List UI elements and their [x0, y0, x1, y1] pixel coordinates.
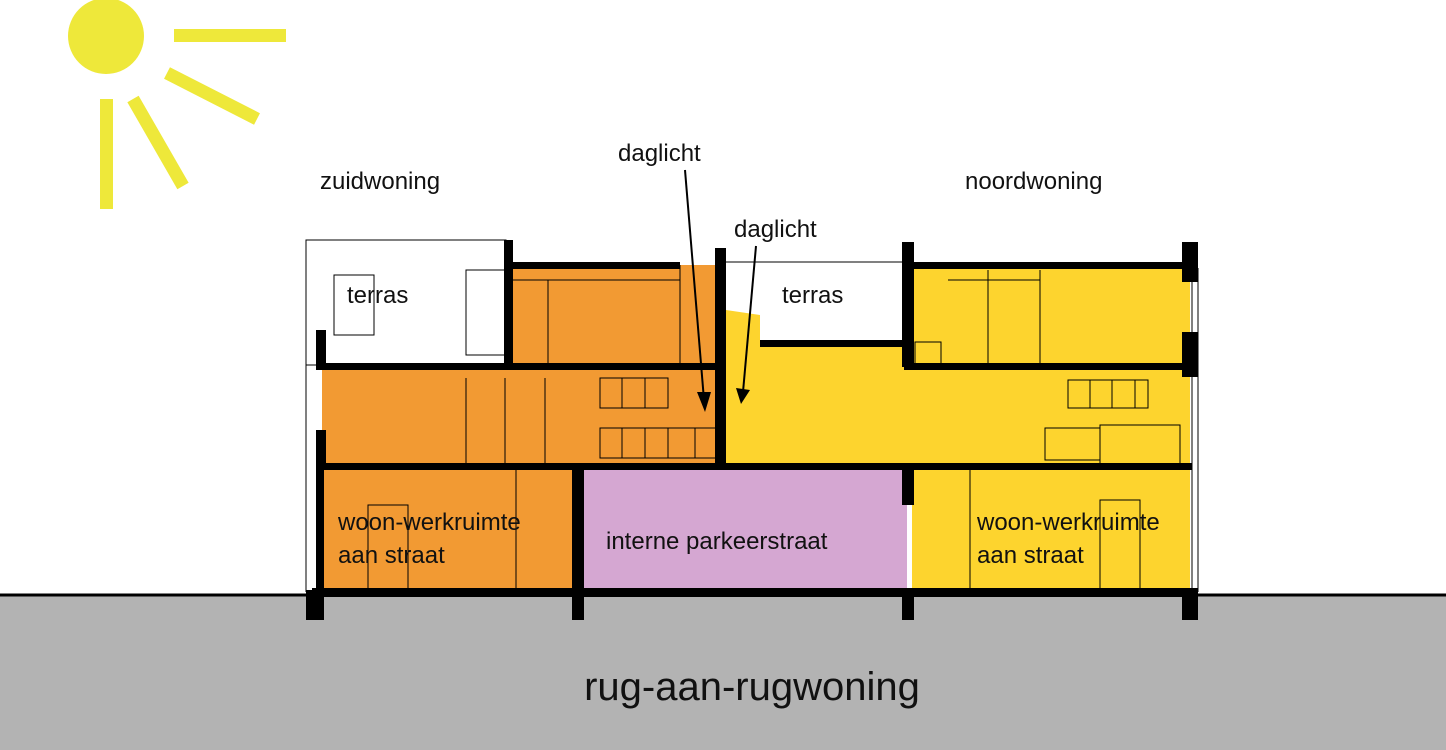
- interior-lines: [305, 239, 1199, 593]
- diagram-title: rug-aan-rugwoning: [584, 665, 920, 709]
- ground: [0, 595, 1446, 750]
- terrace-south-label: terras: [347, 282, 408, 309]
- workspace-north-label-line1: woon-werkruimte: [976, 509, 1160, 536]
- workspace-south-label-line2: aan straat: [338, 542, 445, 569]
- workspace-south-label-line1: woon-werkruimte: [337, 509, 521, 536]
- daylight-label-2: daglicht: [734, 216, 817, 243]
- daylight-arrow-2: [736, 245, 757, 404]
- sun-icon: [68, 0, 286, 209]
- terrace-north-label: terras: [782, 282, 843, 309]
- structure-walls: [306, 240, 1198, 620]
- daylight-arrow-1: [684, 169, 711, 412]
- parking-street-zone: [583, 468, 907, 592]
- north-dwelling-label: noordwoning: [965, 168, 1102, 195]
- parking-street-label: interne parkeerstraat: [606, 528, 828, 555]
- daylight-label-1: daglicht: [618, 140, 701, 167]
- south-dwelling-label: zuidwoning: [320, 168, 440, 195]
- workspace-north-label-line2: aan straat: [977, 542, 1084, 569]
